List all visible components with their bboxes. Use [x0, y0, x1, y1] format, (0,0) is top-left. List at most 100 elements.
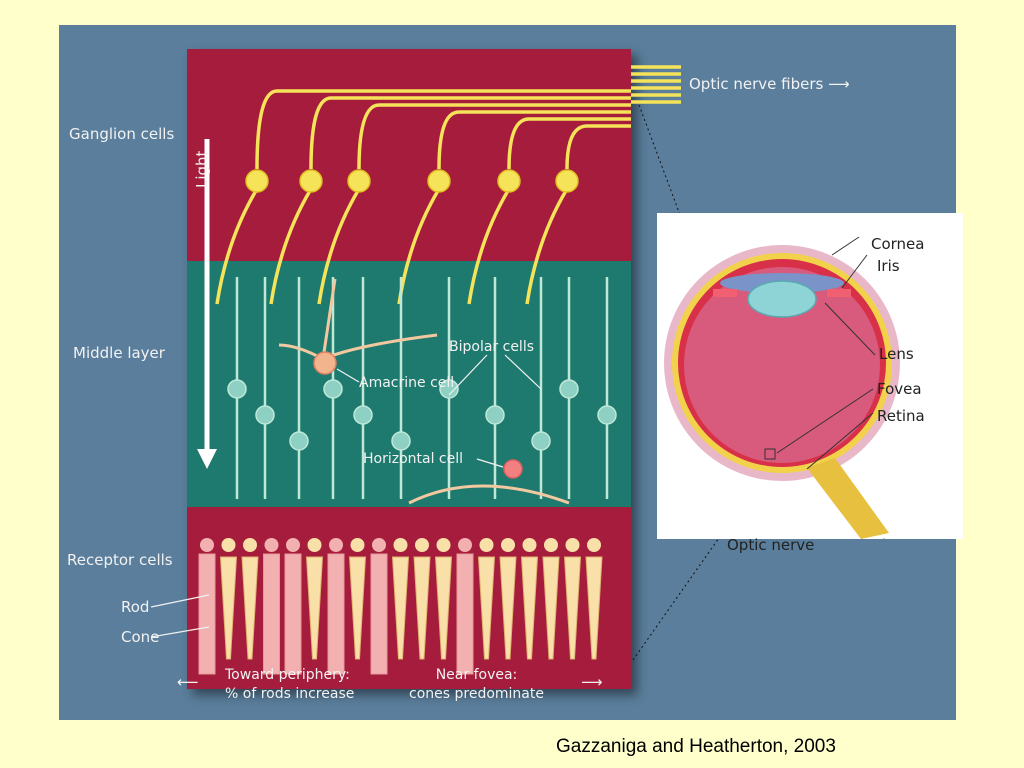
- bipolar-cell: [323, 379, 343, 399]
- rod-cell: [456, 553, 474, 675]
- bipolar-cell: [353, 405, 373, 425]
- fovea-label: Fovea: [877, 380, 922, 398]
- optic-fiber-extensions: [631, 65, 681, 104]
- bipolar-cell: [391, 431, 411, 451]
- cone-cell: [241, 556, 259, 660]
- cone-cell: [585, 556, 603, 660]
- cone-cell: [219, 556, 238, 660]
- cone-label: Cone: [121, 628, 160, 646]
- ganglion-cell: [299, 169, 323, 193]
- rod-cell: [327, 553, 345, 675]
- eye-illustration: [664, 236, 900, 544]
- ganglion-cell: [347, 169, 371, 193]
- optic-nerve-fiber: [437, 110, 631, 170]
- retina-layers-svg: Light Bipolar cells Amacrine cell Horizo…: [187, 49, 631, 689]
- cone-cell: [477, 556, 496, 660]
- bipolar-cell: [255, 405, 275, 425]
- middle-layer-label: Middle layer: [73, 344, 165, 362]
- cone-cell: [542, 556, 560, 660]
- rod-cone-leader-lines: [151, 594, 210, 638]
- rod-label: Rod: [121, 598, 150, 616]
- retina-label: Retina: [877, 407, 925, 425]
- vitreous-body: [684, 267, 880, 463]
- light-arrow: [197, 139, 217, 469]
- receptor-nucleus: [264, 538, 279, 552]
- iris-label: Iris: [877, 257, 900, 275]
- cone-cell: [305, 556, 324, 660]
- bipolar-cell: [531, 431, 551, 451]
- receptor-nucleus: [458, 538, 472, 552]
- amacrine-cell: [278, 278, 438, 375]
- receptor-cells: [198, 538, 603, 675]
- cornea-label: Cornea: [871, 235, 925, 253]
- citation: Gazzaniga and Heatherton, 2003: [556, 736, 836, 757]
- bipolar-cell: [289, 431, 309, 451]
- optic-nerve-fiber: [309, 96, 631, 170]
- ganglion-dendrite: [269, 188, 313, 305]
- left-arrow-icon: ⟵: [177, 673, 199, 691]
- rod-cell: [284, 553, 302, 675]
- toward-periphery-label: Toward periphery:% of rods increase: [225, 667, 355, 702]
- iris-left: [713, 289, 737, 297]
- iris-right: [827, 289, 851, 297]
- receptor-nucleus: [587, 538, 601, 552]
- receptor-nucleus: [479, 538, 494, 552]
- optic-nerve-fiber: [507, 117, 631, 170]
- bipolar-cell: [439, 379, 459, 399]
- amacrine-cell-label: Amacrine cell: [359, 375, 454, 391]
- cone-cell: [499, 556, 517, 660]
- cone-cell: [391, 556, 410, 660]
- optic-nerve-label: Optic nerve: [727, 536, 815, 554]
- receptor-nucleus: [307, 538, 322, 552]
- ganglion-dendrite: [467, 188, 511, 305]
- bipolar-cell: [227, 379, 247, 399]
- receptor-nucleus: [221, 538, 236, 552]
- receptor-cells-label: Receptor cells: [67, 551, 173, 569]
- lens-shape: [747, 280, 817, 318]
- cone-cell: [348, 556, 367, 660]
- horizontal-cell: [408, 459, 570, 505]
- receptor-nucleus: [329, 538, 343, 552]
- cone-cell: [520, 556, 539, 660]
- retina-zoom-box: [764, 448, 776, 460]
- cone-cell: [434, 556, 453, 660]
- receptor-nucleus: [350, 538, 365, 552]
- optic-nerve-fiber: [357, 103, 631, 170]
- right-arrow-icon: ⟶: [581, 673, 603, 691]
- bipolar-cell: [597, 405, 617, 425]
- ganglion-cell: [497, 169, 521, 193]
- rod-cell: [370, 553, 388, 675]
- receptor-nucleus: [200, 538, 214, 552]
- optic-nerve-shape: [807, 458, 889, 539]
- receptor-nucleus: [544, 538, 558, 552]
- receptor-nucleus: [286, 538, 300, 552]
- right-arrow-icon: ⟶: [828, 75, 850, 93]
- ganglion-cell: [245, 169, 269, 193]
- receptor-nucleus: [243, 538, 257, 552]
- ganglion-cell-group: [245, 169, 579, 193]
- near-fovea-label: Near fovea:cones predominate: [409, 667, 544, 702]
- ganglion-cell: [427, 169, 451, 193]
- middle-layer-cells: [227, 277, 617, 499]
- ganglion-cells-label: Ganglion cells: [69, 125, 175, 143]
- receptor-nucleus: [372, 538, 386, 552]
- receptor-nucleus: [415, 538, 429, 552]
- ganglion-dendrite: [525, 188, 569, 305]
- middle-layer-band: [187, 261, 631, 507]
- cone-cell: [563, 556, 582, 660]
- ganglion-dendrite: [215, 188, 259, 305]
- ganglion-cell: [555, 169, 579, 193]
- cone-cell: [413, 556, 431, 660]
- eye-diagram: Cornea Iris Lens Fovea Retina Optic nerv…: [657, 213, 963, 554]
- optic-nerve-fiber: [565, 124, 631, 170]
- ganglion-dendrite: [317, 188, 361, 305]
- receptor-nucleus: [436, 538, 451, 552]
- retina-cross-section: Light Bipolar cells Amacrine cell Horizo…: [187, 49, 631, 689]
- light-label: Light: [193, 150, 211, 188]
- ganglion-layer-band: [187, 49, 631, 261]
- retina-figure: Light Bipolar cells Amacrine cell Horizo…: [59, 25, 963, 720]
- receptor-nucleus: [393, 538, 408, 552]
- bipolar-cell: [559, 379, 579, 399]
- horizontal-cell-label: Horizontal cell: [363, 451, 463, 467]
- optic-nerve-fiber-bundle: [215, 89, 631, 305]
